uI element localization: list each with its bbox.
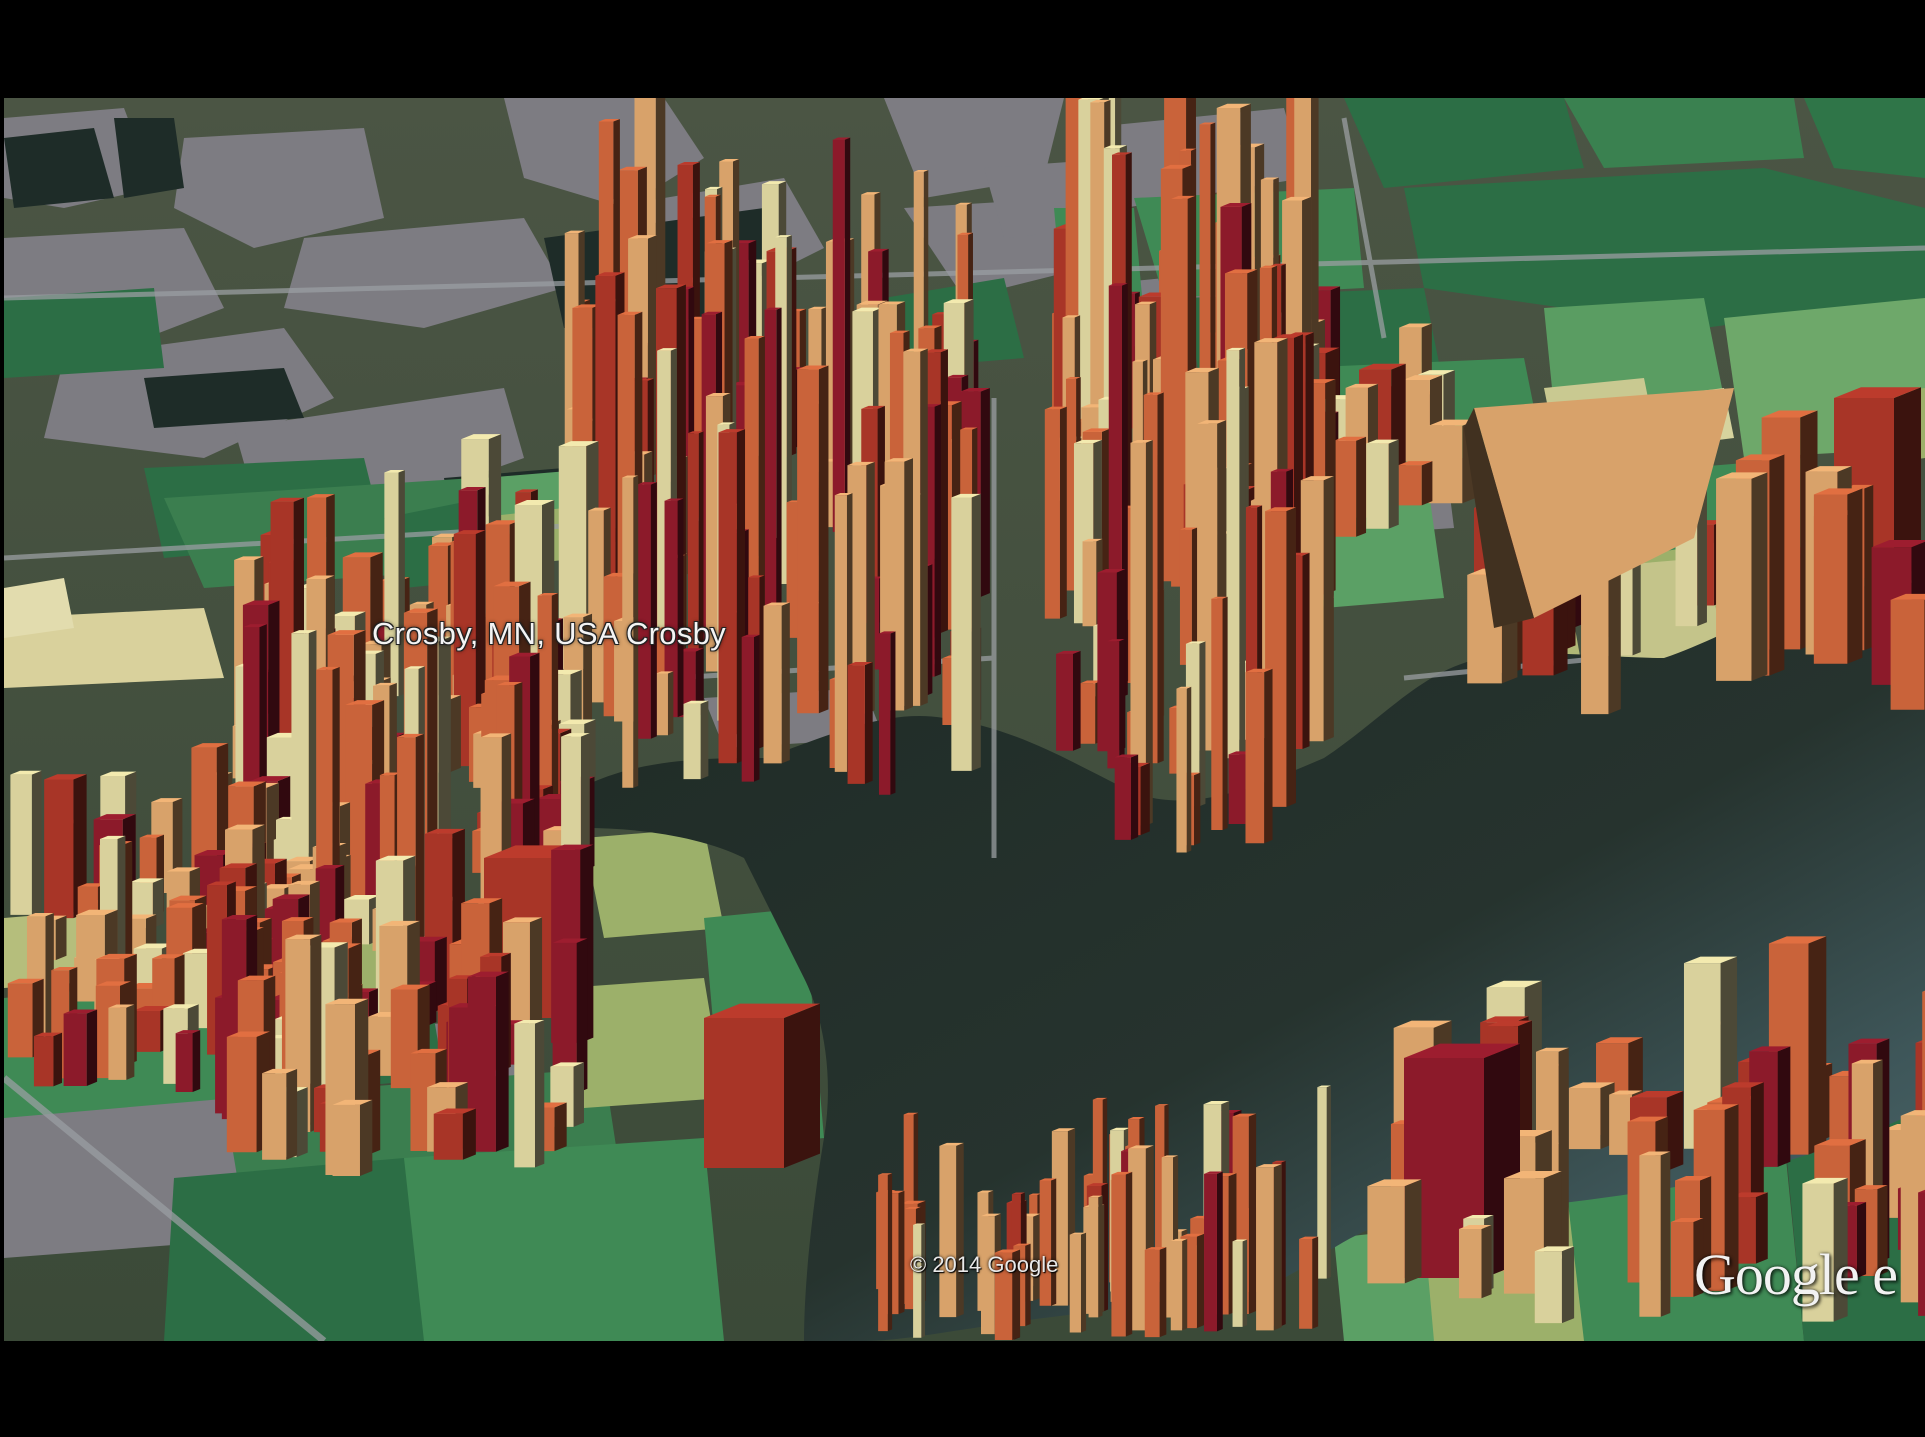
letterbox-bottom: [0, 1341, 1925, 1437]
copyright-text: © 2014 Google: [910, 1252, 1059, 1277]
population-bars: [7, 98, 1925, 1340]
letterbox-top: [0, 0, 1925, 98]
3d-map-scene[interactable]: [4, 98, 1925, 1341]
google-earth-logo: Google e: [1694, 1242, 1898, 1307]
map-viewport[interactable]: Crosby, MN, USA Crosby © 2014 Google Goo…: [4, 98, 1925, 1341]
place-label[interactable]: Crosby, MN, USA Crosby: [372, 616, 726, 651]
